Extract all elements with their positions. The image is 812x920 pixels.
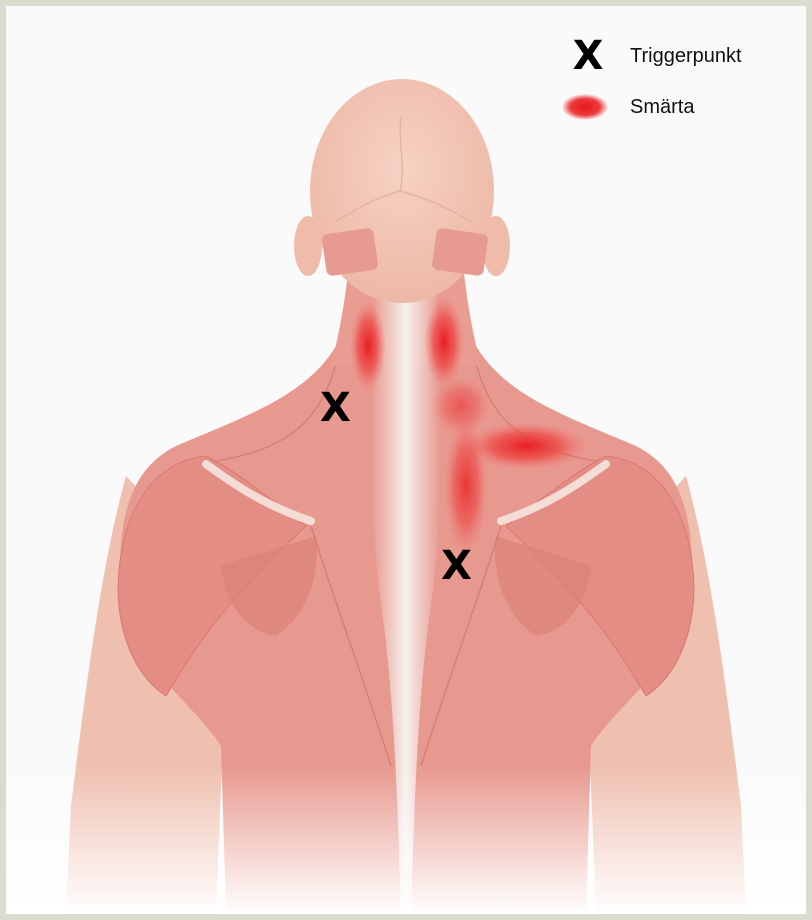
pain-area-right-trap [431, 376, 491, 436]
pain-area-right-upper-back [444, 416, 488, 556]
trigger-point-label: Triggerpunkt [630, 45, 742, 68]
trigger-point-marker: X [320, 388, 351, 428]
left-suboccipital [321, 228, 378, 277]
bottom-fade [6, 766, 806, 914]
trigger-point-symbol: X [566, 36, 610, 76]
back-anatomy-illustration [6, 6, 806, 914]
pain-label: Smärta [630, 96, 694, 119]
pain-swatch [562, 94, 608, 120]
pain-area-right-neck [424, 296, 464, 388]
illustration-frame: X Triggerpunkt Smärta X X [6, 6, 806, 914]
legend-pain: Smärta [562, 94, 694, 120]
pain-area-left-neck [350, 300, 386, 392]
left-ear [294, 216, 322, 276]
trigger-point-marker: X [441, 546, 472, 586]
legend-trigger-point: X Triggerpunkt [566, 36, 742, 76]
right-suboccipital [431, 228, 488, 277]
